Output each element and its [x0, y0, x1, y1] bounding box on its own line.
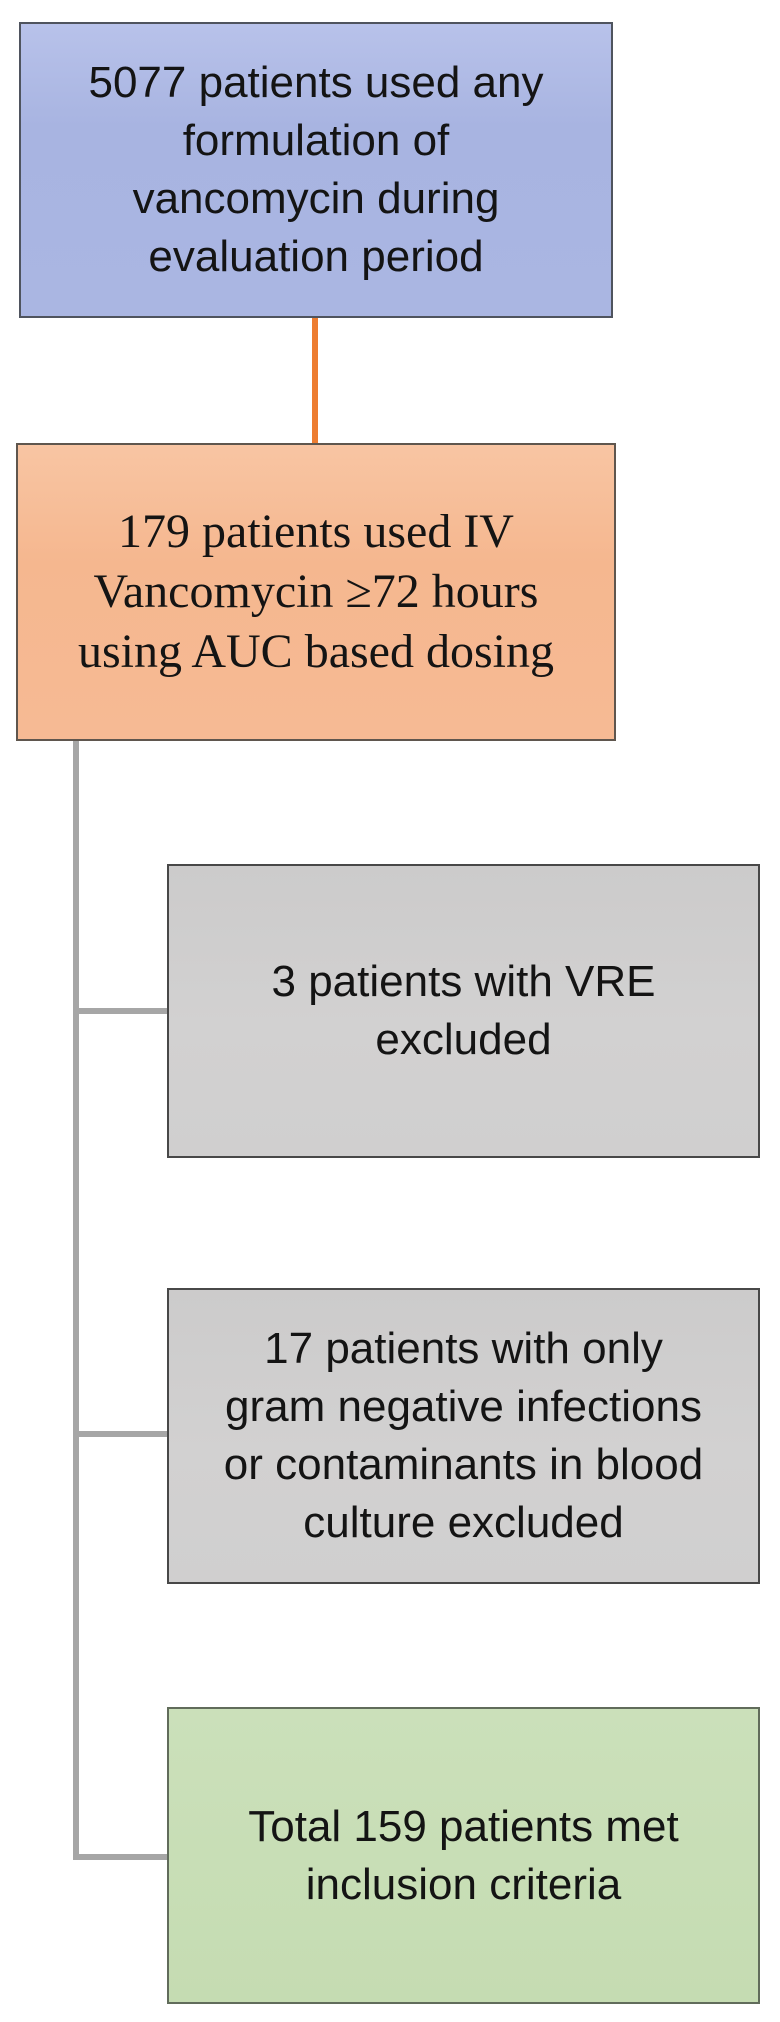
flow-node-vre-excluded: 3 patients with VRE excluded	[167, 864, 760, 1158]
flow-node-vre-excluded-text: 3 patients with VRE excluded	[271, 957, 656, 1064]
flow-node-initial-population: 5077 patients used any formulation of va…	[19, 22, 613, 318]
connector-initial-to-auc	[312, 318, 318, 443]
flow-node-auc-dosing: 179 patients used IV Vancomycin ≥72 hour…	[16, 443, 616, 741]
connector-elbow-included	[73, 1854, 167, 1860]
connector-branch-gram-negative	[77, 1431, 167, 1437]
flow-node-included-total-text: Total 159 patients met inclusion criteri…	[248, 1801, 679, 1909]
connector-branch-vre	[77, 1008, 167, 1014]
flow-node-included-total: Total 159 patients met inclusion criteri…	[167, 1707, 760, 2004]
flow-node-initial-population-text: 5077 patients used any formulation of va…	[88, 58, 544, 281]
connector-trunk-vertical	[73, 741, 79, 1860]
flow-node-gram-negative-excluded: 17 patients with only gram negative infe…	[167, 1288, 760, 1584]
flow-node-gram-negative-excluded-text: 17 patients with only gram negative infe…	[223, 1324, 704, 1547]
flow-node-auc-dosing-text: 179 patients used IV Vancomycin ≥72 hour…	[77, 505, 554, 678]
